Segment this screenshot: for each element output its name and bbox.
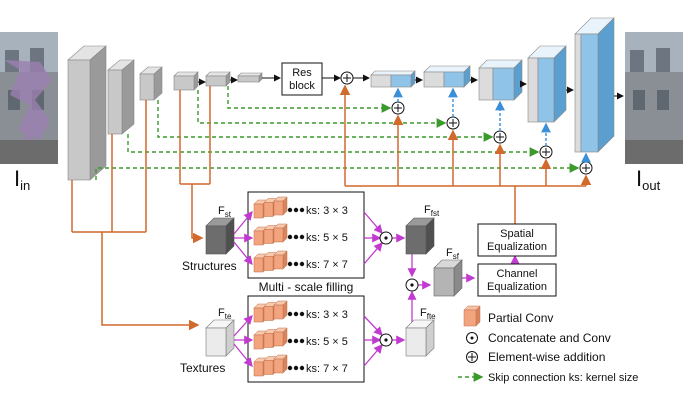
partial-conv-group-structures (253, 196, 288, 273)
encoder-block-6 (237, 72, 263, 83)
decoder-block-4 (527, 45, 567, 123)
blue-dashed-arrows (393, 87, 591, 163)
legend-add-icon (466, 351, 478, 363)
partial-conv-structures-row1-cube3 (273, 196, 288, 216)
channel-eq-label-1: Channel (497, 268, 538, 280)
multi-scale-label: Multi - scale filling (259, 280, 354, 294)
f-fst-cube (405, 217, 435, 255)
partial-conv-structures-row2-cube3 (273, 223, 288, 243)
encoder-block-3 (139, 66, 163, 101)
legend-partial-conv: Partial Conv (488, 311, 553, 325)
res-block-label-1: Res (292, 67, 312, 79)
skip-connections (95, 86, 580, 180)
f-sf-label: Fsf (446, 247, 460, 261)
textures-label: Textures (180, 361, 225, 375)
input-label: Iin (14, 166, 30, 193)
kernel-label-textures-3: ks: 7 × 7 (306, 363, 348, 375)
kernel-label-textures-2: ks: 5 × 5 (306, 336, 348, 348)
decoder-block-2 (423, 65, 471, 88)
f-sf-cube (433, 259, 463, 297)
f-fst-label: Ffst (424, 204, 440, 218)
orange-connections (71, 84, 592, 331)
f-te-label: Fte (218, 307, 232, 321)
partial-conv-textures-row2-cube3 (273, 327, 288, 347)
legend-elementwise: Element-wise addition (488, 350, 605, 364)
kernel-label-textures-1: ks: 3 × 3 (306, 309, 348, 321)
encoder-block-4 (173, 71, 199, 91)
structures-label: Structures (182, 259, 237, 273)
partial-conv-structures-row3-cube3 (273, 250, 288, 270)
concat-conv-middle (405, 278, 419, 292)
decoder-block-3 (478, 59, 523, 101)
decoder-block-1 (370, 70, 416, 88)
partial-conv-textures-row3-cube3 (273, 354, 288, 374)
kernel-label-structures-1: ks: 3 × 3 (306, 205, 348, 217)
decoder-block-5 (574, 17, 615, 153)
elementwise-add-skip-4 (539, 145, 553, 159)
elementwise-add-skip-5 (579, 161, 593, 175)
ellipsis-dots (287, 207, 305, 371)
partial-conv-textures-row1-cube3 (273, 300, 288, 320)
spatial-eq-label-1: Spatial (500, 228, 534, 240)
legend-skip: Skip connection ks: kernel size (488, 372, 638, 384)
f-st-label: Fst (218, 205, 232, 219)
concat-conv-bottom (379, 333, 393, 347)
concat-conv-top (379, 231, 393, 245)
encoder-block-1 (67, 45, 107, 181)
structures-cube (205, 217, 235, 255)
elementwise-add-skip-3 (493, 130, 507, 144)
input-image (0, 32, 58, 164)
elementwise-add-skip-2 (446, 116, 460, 130)
channel-equalization-box (477, 263, 557, 297)
partial-conv-group-textures (253, 300, 288, 377)
spatial-eq-label-2: Equalization (487, 241, 547, 253)
f-fte-cube (405, 319, 435, 357)
encoder-block-5 (205, 71, 231, 87)
channel-eq-label-2: Equalization (487, 281, 547, 293)
textures-cube (205, 319, 235, 357)
elementwise-add-top (340, 71, 354, 85)
res-block-label-2: block (289, 80, 315, 92)
legend-concat-icon (466, 332, 478, 344)
encoder-block-2 (107, 59, 135, 135)
elementwise-add-skip-1 (391, 101, 405, 115)
f-fte-label: Ffte (420, 307, 436, 321)
legend-partial-conv-icon (463, 305, 481, 327)
output-label: Iout (636, 166, 661, 193)
legend-concat-conv: Concatenate and Conv (488, 331, 611, 345)
spatial-equalization-box (477, 223, 557, 257)
kernel-label-structures-3: ks: 7 × 7 (306, 259, 348, 271)
output-image (625, 32, 683, 164)
kernel-label-structures-2: ks: 5 × 5 (306, 232, 348, 244)
res-block (281, 62, 323, 96)
